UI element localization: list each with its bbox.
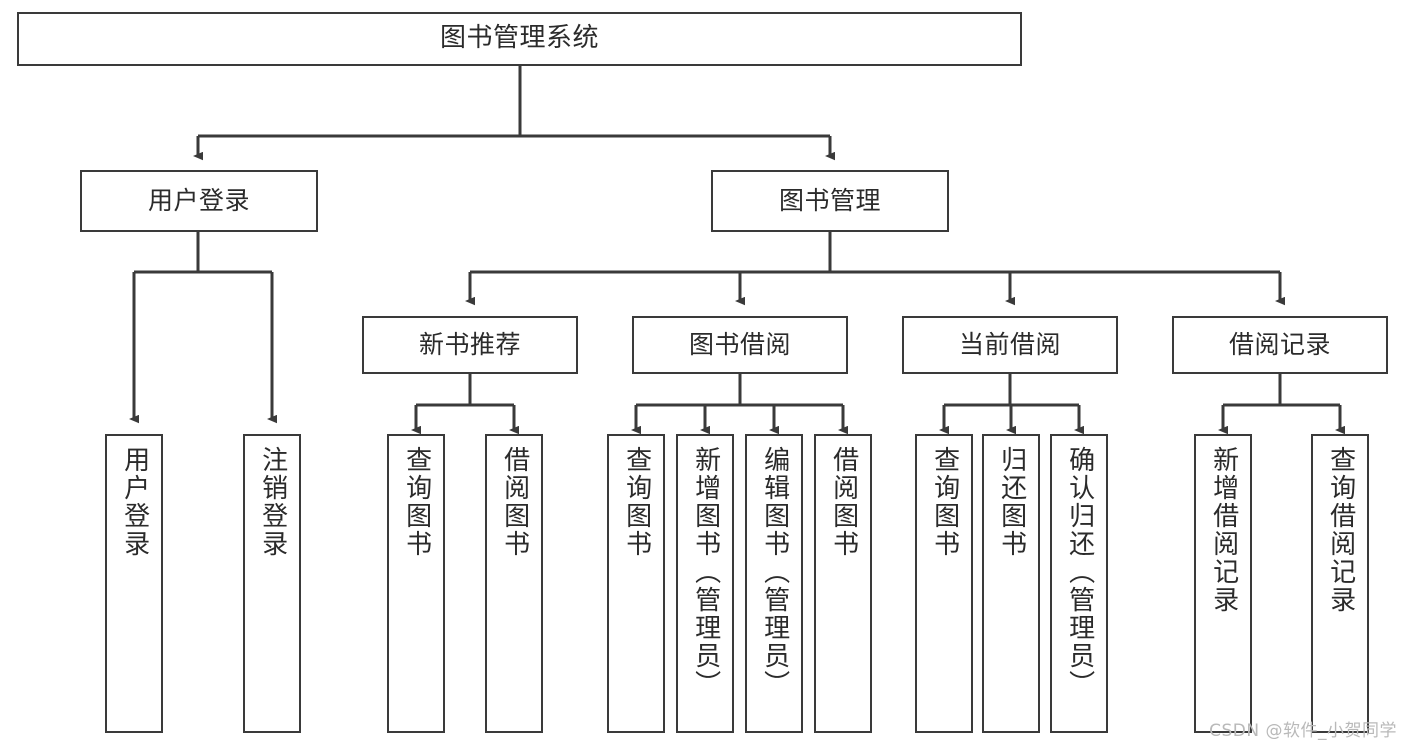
csdn-watermark: CSDN @软件_小贺同学	[1209, 721, 1397, 741]
node-label: 注销登录	[257, 446, 288, 558]
node-label: 借阅记录	[1228, 330, 1331, 359]
node-label: 用户登录	[147, 186, 250, 215]
leaf-current-borrow-return[interactable]: 归还图书	[982, 434, 1040, 733]
leaf-borrow-record-query[interactable]: 查询借阅记录	[1311, 434, 1369, 733]
node-label: 新增图书（管理员）	[690, 446, 721, 698]
leaf-user-login-logout[interactable]: 注销登录	[243, 434, 301, 733]
leaf-book-borrow-borrow[interactable]: 借阅图书	[814, 434, 872, 733]
node-label: 查询图书	[929, 446, 960, 558]
node-label: 借阅图书	[499, 446, 530, 558]
node-label: 用户登录	[119, 446, 150, 558]
node-label: 新增借阅记录	[1208, 446, 1239, 614]
node-user-login[interactable]: 用户登录	[80, 170, 318, 232]
node-book-borrow[interactable]: 图书借阅	[632, 316, 848, 374]
node-label: 借阅图书	[828, 446, 859, 558]
node-label: 查询图书	[401, 446, 432, 558]
node-label: 新书推荐	[418, 330, 521, 359]
leaf-new-book-borrow[interactable]: 借阅图书	[485, 434, 543, 733]
node-label: 图书借阅	[688, 330, 791, 359]
node-borrow-record[interactable]: 借阅记录	[1172, 316, 1388, 374]
node-current-borrow[interactable]: 当前借阅	[902, 316, 1118, 374]
leaf-borrow-record-add[interactable]: 新增借阅记录	[1194, 434, 1252, 733]
node-label: 图书管理	[778, 186, 881, 215]
node-label: 查询借阅记录	[1325, 446, 1356, 614]
leaf-current-borrow-confirm-return[interactable]: 确认归还（管理员）	[1050, 434, 1108, 733]
node-label: 编辑图书（管理员）	[759, 446, 790, 698]
leaf-current-borrow-query[interactable]: 查询图书	[915, 434, 973, 733]
leaf-new-book-query[interactable]: 查询图书	[387, 434, 445, 733]
node-book-management[interactable]: 图书管理	[711, 170, 949, 232]
leaf-user-login-login[interactable]: 用户登录	[105, 434, 163, 733]
node-label: 查询图书	[621, 446, 652, 558]
node-root-system[interactable]: 图书管理系统	[17, 12, 1022, 66]
node-new-book-recommend[interactable]: 新书推荐	[362, 316, 578, 374]
node-label: 确认归还（管理员）	[1064, 446, 1095, 698]
node-label: 图书管理系统	[439, 23, 599, 54]
leaf-book-borrow-add[interactable]: 新增图书（管理员）	[676, 434, 734, 733]
node-label: 归还图书	[996, 446, 1027, 558]
leaf-book-borrow-query[interactable]: 查询图书	[607, 434, 665, 733]
node-label: 当前借阅	[958, 330, 1061, 359]
leaf-book-borrow-edit[interactable]: 编辑图书（管理员）	[745, 434, 803, 733]
